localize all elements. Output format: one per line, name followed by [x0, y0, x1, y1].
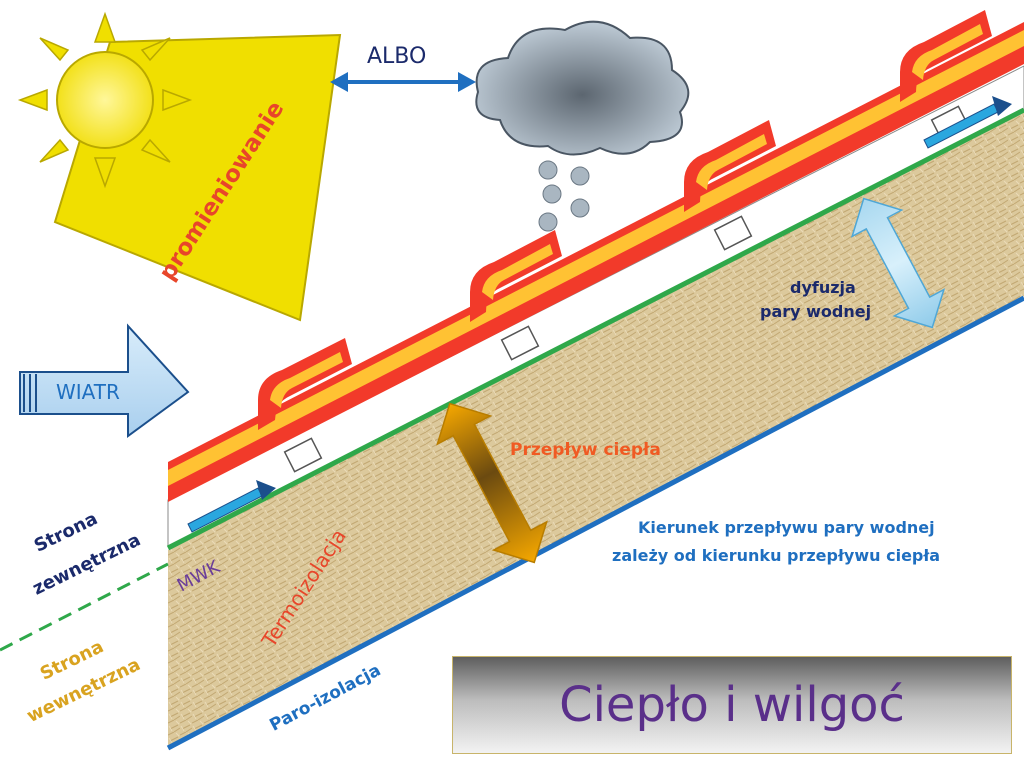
ventilation-gap: [167, 65, 1024, 547]
hail-icon: [538, 160, 590, 232]
airflow-arrow-icon: [187, 480, 276, 533]
double-arrow-icon: [330, 72, 476, 92]
boundary-dashed-line: [0, 562, 169, 652]
vapor-diffusion-arrow-icon: [850, 197, 946, 329]
direction-note-line1: Kierunek przepływu pary wodnej: [638, 518, 935, 537]
wind-arrow-icon: [19, 323, 190, 438]
heat-flow-arrow-icon: [436, 402, 548, 564]
or-label: ALBO: [367, 44, 427, 69]
page-title: Ciepło i wilgoć: [559, 677, 905, 733]
direction-note-line2: zależy od kierunku przepływu ciepła: [612, 546, 941, 565]
insulation-layer: [168, 112, 1024, 746]
heat-flow-label: Przepływ ciepła: [510, 440, 661, 460]
vapor-diffusion-label-line2: pary wodnej: [760, 302, 872, 321]
batten-boxes: [283, 105, 970, 473]
membrane-line: [166, 107, 1024, 551]
vapor-diffusion-label-line1: dyfuzja: [790, 278, 856, 297]
vapor-barrier-line: [166, 295, 1024, 751]
sun-icon: [17, 11, 342, 322]
cloud-icon: [475, 20, 690, 156]
airflow-arrow-icon: [923, 96, 1012, 149]
title-box: Ciepło i wilgoć: [452, 656, 1012, 754]
wind-label: WIATR: [56, 380, 120, 404]
